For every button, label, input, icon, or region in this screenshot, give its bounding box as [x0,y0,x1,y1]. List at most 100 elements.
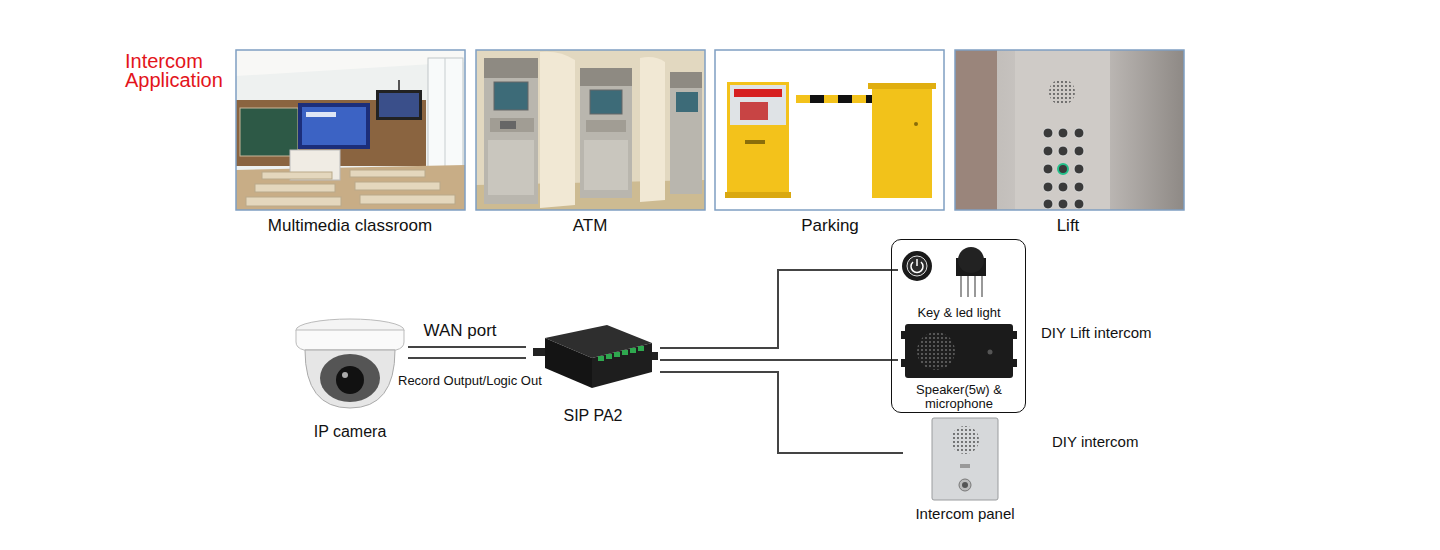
lift-photo-part-part [1058,128,1068,138]
classroom-photo-part [306,112,336,117]
key-led-parts-part [961,276,982,297]
sip-pa2-device [533,325,658,388]
classroom-photo-part [298,103,370,149]
dome-camera [296,319,404,408]
lift-photo-part-part [1058,182,1068,192]
atm-photo-part [476,50,705,210]
connector-line [408,346,526,348]
dome-camera-part [305,350,395,408]
edge-label: Record Output/Logic Out [396,373,544,389]
atm-photo-part [500,121,516,129]
node-label: Key & led light [917,305,1000,320]
lift-photo-part [1058,164,1068,174]
sip-pa2-device-part-part [598,356,604,361]
lift-photo-part-part [1074,182,1084,192]
atm-photo-part [580,68,632,86]
speaker-module-part [917,332,955,370]
sip-pa2-device-part-part [622,350,628,355]
intercom-panel [932,418,998,500]
sip-pa2-device-part [533,348,547,356]
connector-line [408,357,526,359]
intercom-panel-part [960,464,970,468]
sip-pa2-device-part [545,338,592,388]
classroom-photo-part [262,172,332,179]
photo-caption: Multimedia classroom [268,216,432,236]
connector-line [660,359,898,361]
atm-photo-part [670,72,702,194]
lift-photo-part [955,50,1184,210]
speaker-module-part [905,324,1013,378]
lift-photo-part-part [1043,128,1053,138]
intercom-panel-part [951,426,979,454]
edge-label: WAN port [421,321,498,341]
classroom-photo-part [236,50,465,210]
classroom-photo-part [376,90,422,120]
lift-photo-part-part [1074,164,1084,174]
atm-photo-part [494,82,528,110]
photo-caption: Parking [801,216,859,236]
atm-photo-part [584,140,628,190]
parking-photo-part [914,122,918,126]
classroom-photo-part [240,108,298,156]
atm-photo-part [670,72,702,88]
lift-photo-part-part [1043,164,1053,174]
classroom-photo [236,50,465,210]
sip-pa2-device-part-part [606,354,612,359]
lift-photo-part-part [1074,146,1084,156]
key-led-parts-part-part [960,276,962,297]
sip-pa2-device-part-part [614,352,620,357]
sip-pa2-device-part [598,346,644,361]
classroom-photo-part [302,107,366,145]
lift-photo-part [1043,128,1084,209]
parking-photo-part [734,89,782,97]
key-led-parts-part-part [967,276,969,297]
device-node: SIP PA2 [526,322,660,425]
classroom-photo-part [355,182,440,190]
atm-photo-part [488,140,534,195]
photo-caption: Lift [1057,216,1080,236]
node-label: SIP PA2 [564,406,623,425]
classroom-photo-part [350,170,425,177]
atm-photo-part [590,90,622,114]
intercom-panel-part [959,479,971,491]
node-label: IP camera [314,422,387,441]
dome-camera-part [296,330,404,350]
key-led-parts-part-part [974,276,976,297]
key-led-parts-part [916,259,918,266]
group-label: DIY intercom [1052,433,1138,451]
atm-photo-part [484,58,538,78]
parking-photo-part [838,95,852,103]
key-led-parts [902,247,986,297]
atm-photo [476,50,705,210]
intercom-panel-part [932,418,998,500]
speaker-node: Speaker(5w) & microphone [898,322,1020,411]
sip-pa2-device-part-part [638,346,644,351]
panel-node: Intercom panel [903,416,1027,523]
atm-photo-part [676,92,698,112]
parking-photo-part [715,50,944,210]
dome-camera-part [336,366,364,394]
lift-photo [955,50,1184,210]
photo-caption: ATM [573,216,608,236]
connector-line [660,372,903,453]
atm-photo-part [540,52,575,208]
node-label: Speaker(5w) & microphone [903,383,1015,411]
parking-photo-part [725,192,791,198]
classroom-photo-part [379,93,419,117]
key-led-parts-part [902,251,932,281]
lift-photo-part-part [1043,146,1053,156]
parking-photo-part [715,50,944,210]
atm-photo-part [586,120,626,132]
lift-photo-part-part [1058,199,1068,209]
lift-photo-part-part [1043,182,1053,192]
classroom-photo-part [445,58,446,173]
atm-photo-part [484,58,538,204]
key-node: Key & led light [898,244,1020,320]
group-box: DIY Lift intercomKey & led lightSpeaker(… [891,239,1026,413]
parking-photo-part [868,83,936,89]
lift-photo-part [955,50,997,210]
connector-line [660,270,898,348]
lift-photo-part [1049,79,1075,105]
diagram-title: Intercom Application [125,52,237,90]
intercom-panel-part [962,482,968,488]
